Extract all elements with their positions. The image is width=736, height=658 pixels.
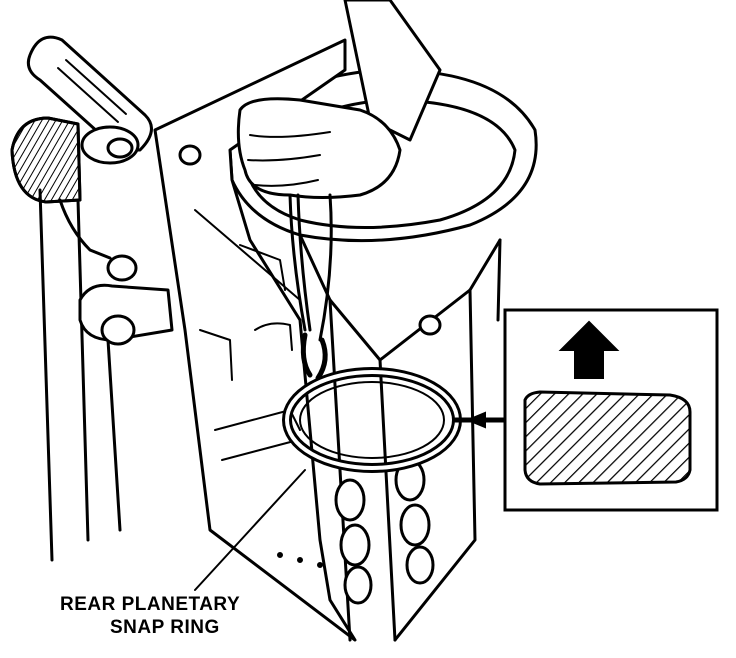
callout-label: REAR PLANETARY SNAP RING <box>60 594 240 638</box>
snap-ring-section <box>523 390 692 486</box>
holding-fixture <box>10 35 174 562</box>
arrow-up-icon <box>558 320 620 379</box>
callout-leader <box>194 469 306 591</box>
callout-line-1: REAR PLANETARY <box>60 594 240 615</box>
callout-line-2: SNAP RING <box>110 617 220 638</box>
inset-connector <box>452 411 508 429</box>
hand-with-pliers <box>236 0 442 381</box>
cross-section-inset <box>503 308 719 512</box>
rear-planetary-snap-ring <box>282 367 462 473</box>
